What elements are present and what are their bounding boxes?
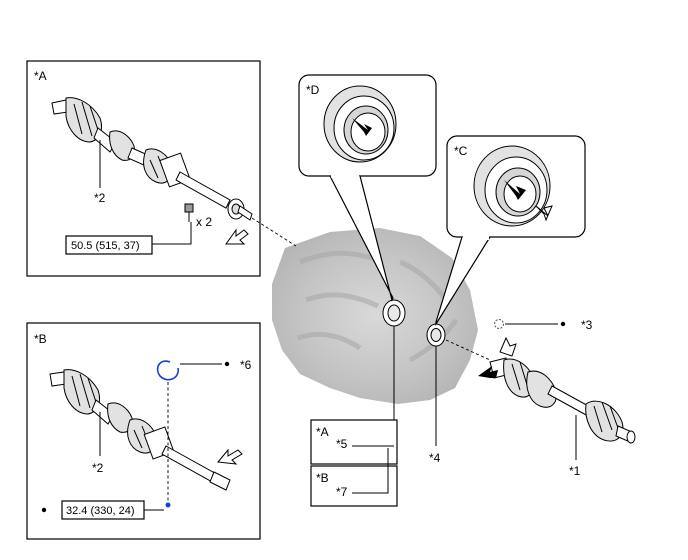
panel-b: *B *6 *2 32.4 (330, 24) (26, 322, 261, 540)
panel-a-tag: *A (34, 69, 47, 83)
torque-value-b: 32.4 (330, 24) (66, 505, 135, 517)
seal-d-detail (323, 85, 397, 163)
callout-c-tag: *C (454, 144, 468, 158)
right-part-label: *1 (569, 464, 581, 478)
panel-b-tag: *B (34, 332, 47, 346)
direction-arrow-right-icon (478, 366, 498, 378)
legend-row1-tag: *A (316, 425, 329, 439)
legend-row2-tag: *B (316, 471, 329, 485)
drive-shaft-a (51, 97, 253, 221)
right-seal-label: *4 (429, 451, 441, 465)
legend-row2-label: *7 (336, 485, 348, 499)
seal-c-detail (473, 145, 553, 227)
panel-b-part-label: *2 (92, 461, 104, 475)
legend-row1-label: *5 (336, 437, 348, 451)
callout-d: *D (298, 74, 437, 302)
panel-a: *A x 2 *2 50.5 (515, 37) (26, 60, 261, 277)
panel-b-clip-label: *6 (240, 358, 252, 372)
drive-shaft-b (49, 369, 231, 491)
right-clip-label: *3 (581, 318, 593, 332)
bolt-a-icon (184, 203, 194, 222)
left-oil-seal (382, 299, 406, 327)
direction-arrow-a-icon (225, 228, 249, 245)
torque-value-a: 50.5 (515, 37) (71, 240, 140, 252)
hollow-arrow-c-icon (535, 205, 553, 222)
direction-arrow-b-icon (217, 448, 243, 465)
torque-box-a (65, 235, 153, 255)
right-oil-seal (426, 323, 446, 347)
hollow-arrow-right-icon (499, 336, 517, 357)
bolt-qty-label: x 2 (196, 215, 212, 229)
legend-boxes: *A *5 *B *7 (310, 326, 398, 507)
circlip-icon (156, 360, 179, 381)
transmission-case (272, 228, 478, 404)
panel-a-part-label: *2 (94, 191, 106, 205)
circlip-right (494, 319, 566, 329)
callout-c: *C (435, 135, 586, 327)
callout-d-tag: *D (306, 83, 320, 97)
right-drive-shaft (445, 336, 636, 444)
